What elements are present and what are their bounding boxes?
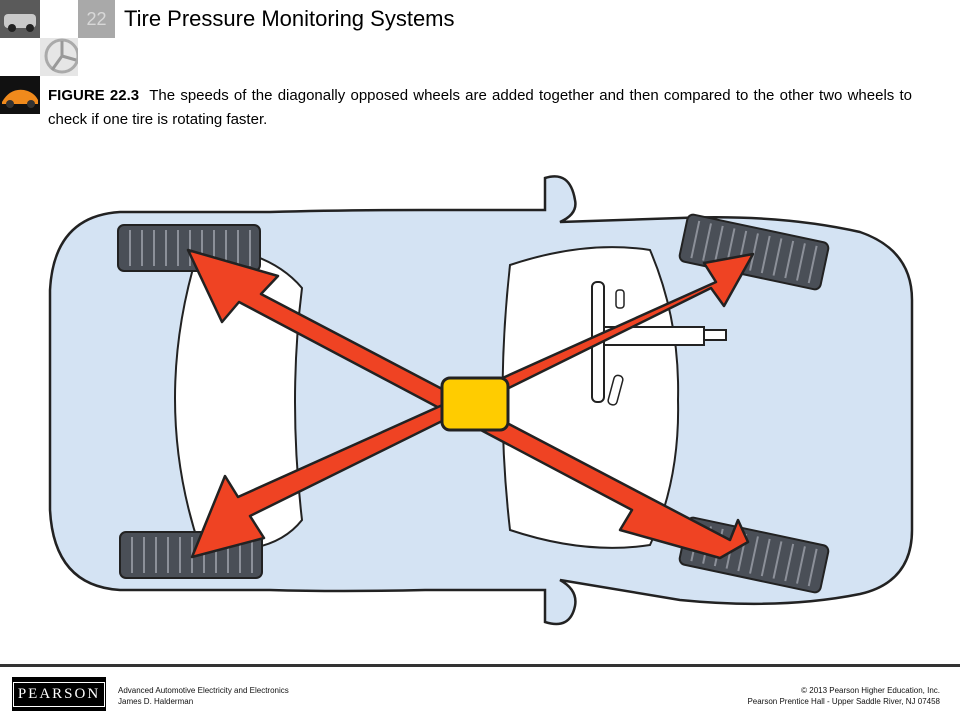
publisher-line: Pearson Prentice Hall - Upper Saddle Riv… bbox=[747, 697, 940, 706]
steering-lever-lower bbox=[607, 374, 624, 406]
book-title: Advanced Automotive Electricity and Elec… bbox=[118, 686, 289, 695]
car-thumbnail-image bbox=[0, 0, 40, 38]
wheel-thumbnail-image bbox=[40, 38, 78, 76]
rear-window bbox=[174, 243, 304, 552]
sports-car-thumbnail-image bbox=[0, 76, 40, 114]
steering-lever bbox=[615, 289, 625, 309]
pearson-logo: PEARSON bbox=[12, 677, 106, 711]
figure-caption: FIGURE 22.3 The speeds of the diagonally… bbox=[48, 84, 912, 132]
caption-text: The speeds of the diagonally opposed whe… bbox=[48, 87, 913, 128]
footer-book-info: Advanced Automotive Electricity and Elec… bbox=[118, 685, 289, 707]
pearson-logo-text: PEARSON bbox=[12, 681, 106, 707]
steering-shaft-end bbox=[703, 329, 727, 341]
footer-copyright: © 2013 Pearson Higher Education, Inc. Pe… bbox=[747, 685, 940, 707]
copyright-line: © 2013 Pearson Higher Education, Inc. bbox=[801, 686, 940, 695]
tire-front-left bbox=[678, 213, 830, 291]
chapter-header-images bbox=[0, 0, 115, 118]
book-author: James D. Halderman bbox=[118, 697, 194, 706]
center-controller-box bbox=[440, 376, 510, 432]
chapter-number: 22 bbox=[78, 0, 115, 38]
footer-divider bbox=[0, 664, 960, 667]
figure-label: FIGURE 22.3 bbox=[48, 87, 140, 104]
vehicle-diagram bbox=[48, 175, 914, 626]
slide-title: Tire Pressure Monitoring Systems bbox=[124, 6, 455, 31]
